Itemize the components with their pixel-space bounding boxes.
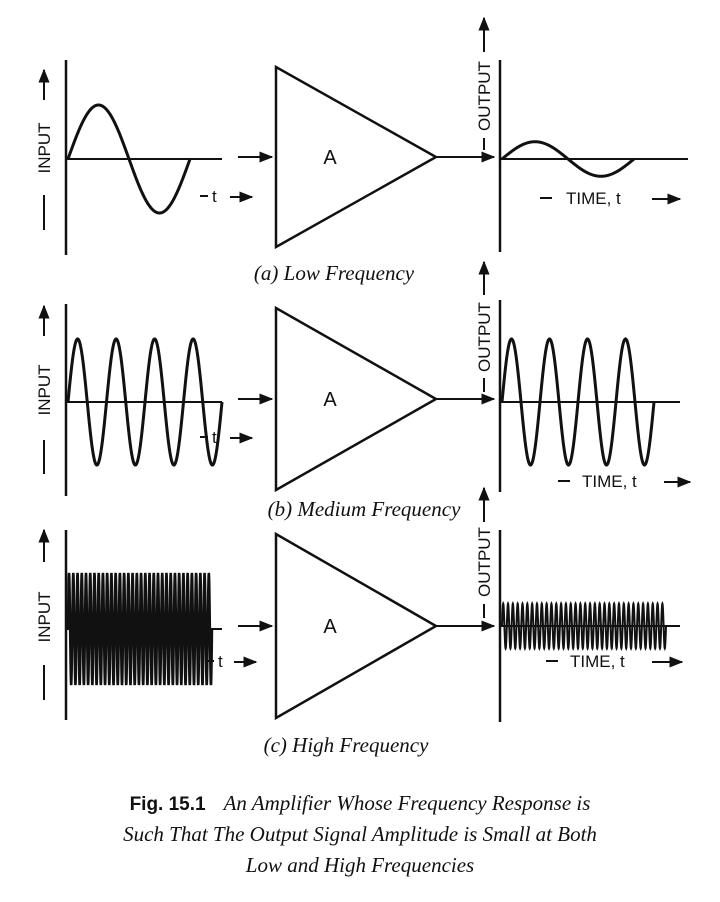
figure-caption-text: An Amplifier Whose Frequency Response is [222, 791, 591, 815]
input-time-label: t [218, 652, 223, 671]
figure-caption-line1: Fig. 15.1 An Amplifier Whose Frequency Re… [130, 791, 591, 815]
input-label: INPUT [35, 123, 54, 174]
amplifier-label: A [323, 147, 337, 169]
input-label: INPUT [35, 592, 54, 643]
output-signal-wave [501, 601, 667, 651]
output-time-label: TIME, t [582, 472, 637, 491]
panel-high-frequency: INPUT t A OUTPUT TIME, t (c) High Freque… [35, 486, 684, 757]
panel-caption: (c) High Frequency [264, 733, 429, 757]
output-label: OUTPUT [475, 302, 494, 372]
figure-caption-line2: Such That The Output Signal Amplitude is… [123, 822, 597, 846]
input-signal-wave [66, 572, 214, 686]
figure-number: Fig. 15.1 [130, 794, 206, 815]
amplifier-triangle [274, 531, 439, 721]
input-signal-wave [66, 337, 224, 467]
figure-caption: Fig. 15.1 An Amplifier Whose Frequency Re… [123, 791, 597, 877]
amplifier-label: A [323, 616, 337, 638]
output-signal-wave [501, 140, 635, 178]
panel-medium-frequency: INPUT t A OUTPUT TIME, t (b) Medium Freq… [35, 260, 692, 521]
figure-caption-line3: Low and High Frequencies [245, 853, 474, 877]
output-label: OUTPUT [475, 527, 494, 597]
panel-caption: (a) Low Frequency [254, 261, 415, 285]
amplifier-label: A [323, 389, 337, 411]
input-time-label: t [212, 428, 217, 447]
output-time-label: TIME, t [570, 652, 625, 671]
output-signal-wave [500, 337, 656, 467]
input-signal-wave [66, 103, 192, 215]
amplifier-triangle [274, 305, 439, 493]
output-time-label: TIME, t [566, 189, 621, 208]
panel-low-frequency: INPUT t A OUTPUT TIME, t (a) Low Frequen… [35, 16, 688, 285]
panel-caption: (b) Medium Frequency [268, 497, 461, 521]
output-label: OUTPUT [475, 61, 494, 131]
amplifier-triangle [274, 64, 439, 250]
input-label: INPUT [35, 365, 54, 416]
input-time-label: t [212, 187, 217, 206]
